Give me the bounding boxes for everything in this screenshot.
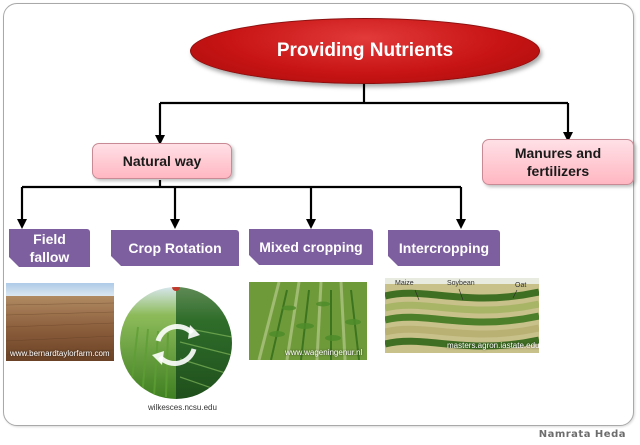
crop-rotation-credit: wilkesces.ncsu.edu	[148, 403, 217, 412]
crop-rotation-photo	[120, 287, 232, 399]
method-field-fallow-line1: Field	[33, 231, 66, 247]
field-fallow-photo: www.bernardtaylorfarm.com	[6, 283, 114, 361]
method-crop-rotation: Crop Rotation	[111, 230, 239, 266]
intercropping-credit: masters.agron.iastate.edu	[447, 341, 539, 350]
method-intercropping: Intercropping	[388, 230, 500, 266]
method-intercropping-label: Intercropping	[398, 240, 490, 256]
method-mixed-cropping: Mixed cropping	[249, 229, 373, 265]
intercrop-label-soybean: Soybean	[447, 280, 475, 287]
branch-manures-fertilizers: Manures and fertilizers	[482, 139, 634, 185]
method-mixed-cropping-label: Mixed cropping	[259, 239, 363, 255]
root-node-providing-nutrients: Providing Nutrients	[190, 18, 540, 84]
mixed-cropping-photo: www.wageningenur.nl	[249, 282, 367, 360]
branch-natural-way: Natural way	[92, 143, 232, 179]
intercrop-label-oat: Oat	[515, 282, 527, 289]
intercrop-label-maize: Maize	[395, 280, 414, 287]
branch-manures-label-line2: fertilizers	[526, 163, 590, 179]
intercropping-photo: Maize Soybean Oat masters.agron.iastate.…	[385, 278, 539, 353]
method-crop-rotation-label: Crop Rotation	[128, 240, 222, 256]
author-signature: Namrata Heda	[538, 429, 626, 440]
mixed-cropping-credit: www.wageningenur.nl	[285, 348, 363, 357]
branch-manures-label-line1: Manures and	[514, 145, 602, 161]
method-field-fallow-line2: fallow	[29, 249, 70, 265]
branch-natural-label: Natural way	[122, 153, 202, 169]
field-fallow-credit: www.bernardtaylorfarm.com	[10, 349, 110, 358]
root-label: Providing Nutrients	[276, 40, 454, 61]
method-field-fallow: Field fallow	[9, 229, 90, 267]
